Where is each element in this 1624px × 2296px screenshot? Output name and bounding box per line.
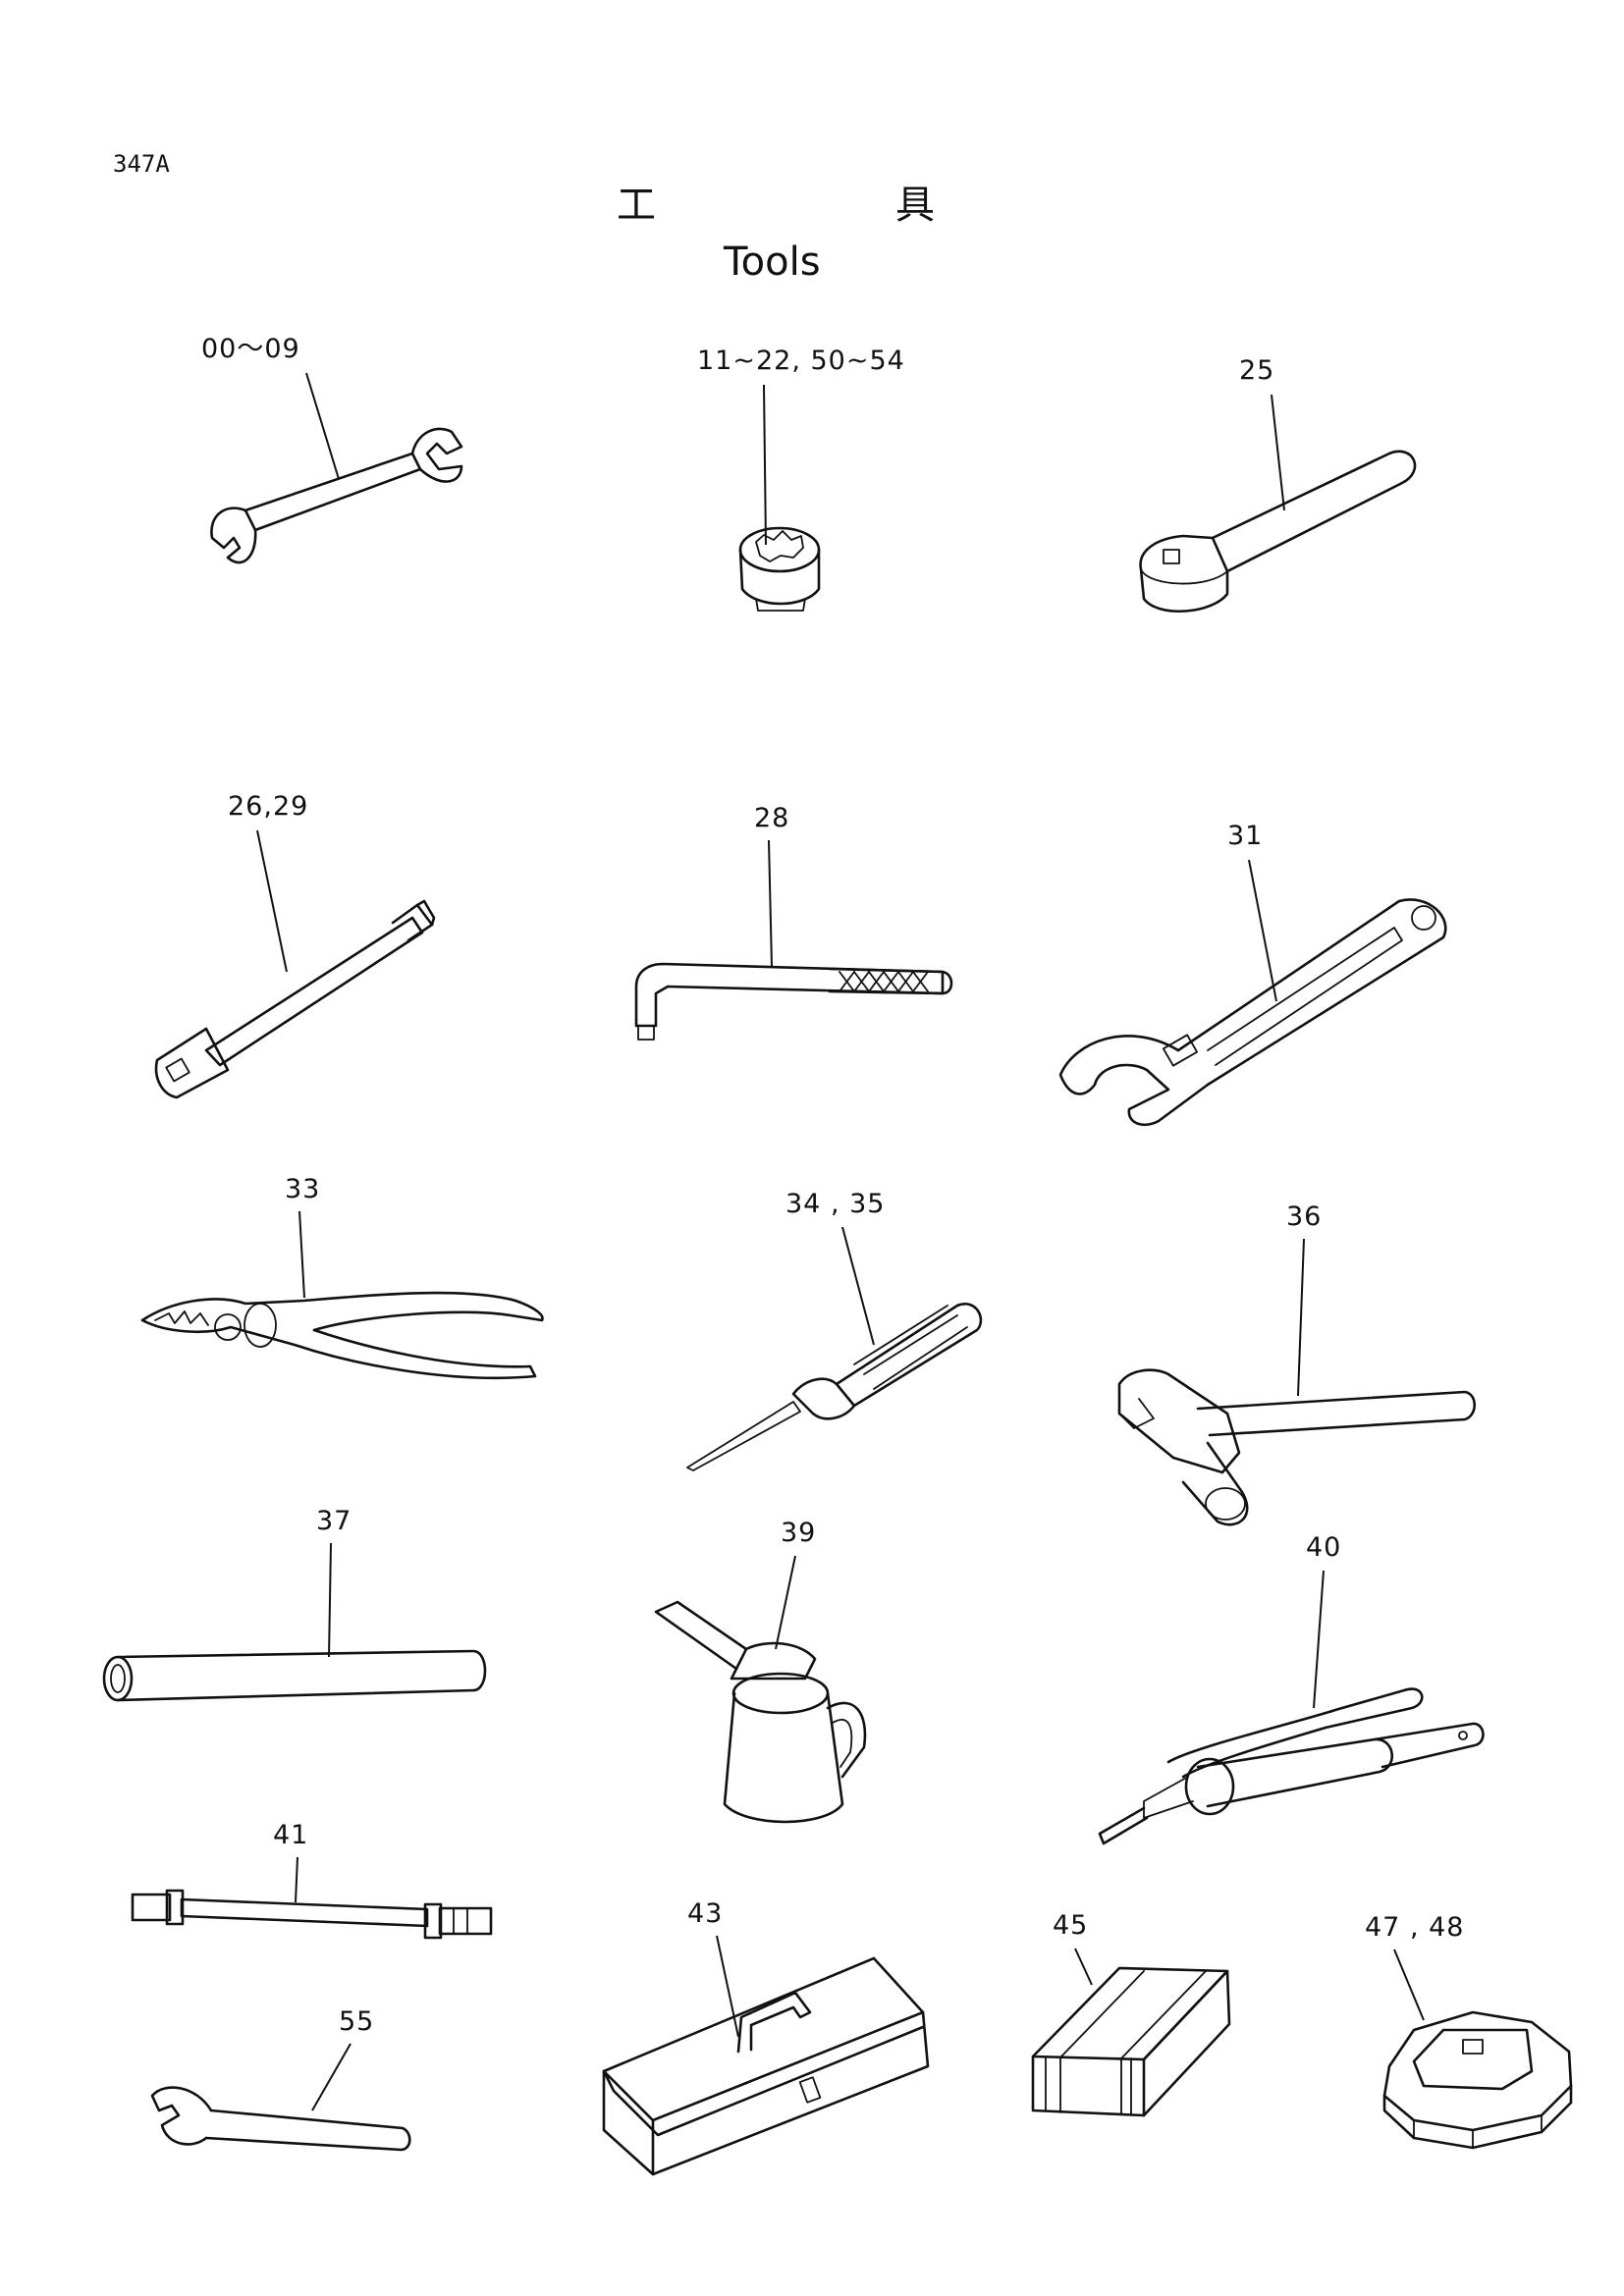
tool-box-icon (602, 1956, 930, 2176)
title-japanese-second: 具 (895, 183, 935, 228)
part-label-11-22-50-54: 11~22, 50~54 (697, 346, 905, 376)
extension-bar-icon (154, 899, 436, 1099)
part-39: 39 (654, 1518, 867, 1824)
socket-icon (738, 526, 821, 612)
part-47-48: 47 , 48 (1365, 1912, 1573, 2150)
pipe-bar-icon (102, 1649, 487, 1702)
part-label-43: 43 (687, 1898, 723, 1929)
adjustable-wrench-icon (1058, 898, 1447, 1126)
part-label-36: 36 (1286, 1201, 1322, 1232)
tool-bag-icon (1031, 1966, 1231, 2117)
grease-gun-icon (1098, 1687, 1485, 1845)
part-label-26-29: 26,29 (228, 791, 308, 822)
part-34-35: 34 , 35 (686, 1189, 983, 1471)
single-open-end-wrench-icon (150, 2086, 411, 2152)
part-41: 41 (131, 1820, 493, 1940)
part-37: 37 (102, 1506, 487, 1702)
part-43: 43 (602, 1898, 930, 2176)
part-28: 28 (634, 803, 953, 1041)
filter-wrench-icon (1382, 2010, 1573, 2150)
part-label-39: 39 (781, 1518, 816, 1548)
part-label-31: 31 (1227, 821, 1263, 851)
part-31: 31 (1058, 821, 1447, 1126)
part-36: 36 (1117, 1201, 1477, 1526)
part-label-25: 25 (1239, 355, 1274, 386)
part-33: 33 (140, 1174, 544, 1380)
part-25: 25 (1139, 355, 1417, 614)
part-11-22-50-54: 11~22, 50~54 (697, 346, 905, 612)
part-label-28: 28 (754, 803, 789, 833)
part-label-37: 37 (316, 1506, 352, 1536)
hose-icon (131, 1889, 493, 1940)
part-label-47-48: 47 , 48 (1365, 1912, 1464, 1943)
part-00-09: 00～09 (201, 334, 463, 564)
part-label-40: 40 (1306, 1532, 1341, 1563)
part-26-29: 26,29 (154, 791, 436, 1099)
oil-can-icon (654, 1600, 867, 1824)
part-label-34-35: 34 , 35 (785, 1189, 885, 1219)
part-45: 45 (1031, 1910, 1231, 2117)
part-label-33: 33 (285, 1174, 320, 1204)
ratchet-handle-icon (1139, 450, 1417, 614)
part-label-41: 41 (273, 1820, 308, 1850)
double-open-end-wrench-icon (210, 427, 463, 564)
part-label-55: 55 (339, 2006, 374, 2037)
title-english: Tools (723, 240, 821, 285)
part-55: 55 (150, 2006, 411, 2152)
part-label-00-09: 00～09 (201, 334, 300, 364)
pliers-icon (140, 1291, 544, 1380)
part-label-45: 45 (1053, 1910, 1088, 1941)
hex-key-icon (634, 962, 953, 1041)
part-40: 40 (1098, 1532, 1485, 1845)
hammer-icon (1117, 1368, 1477, 1526)
screwdriver-icon (686, 1303, 983, 1471)
title-japanese-first: 工 (617, 183, 656, 228)
page-code: 347A (113, 150, 170, 178)
